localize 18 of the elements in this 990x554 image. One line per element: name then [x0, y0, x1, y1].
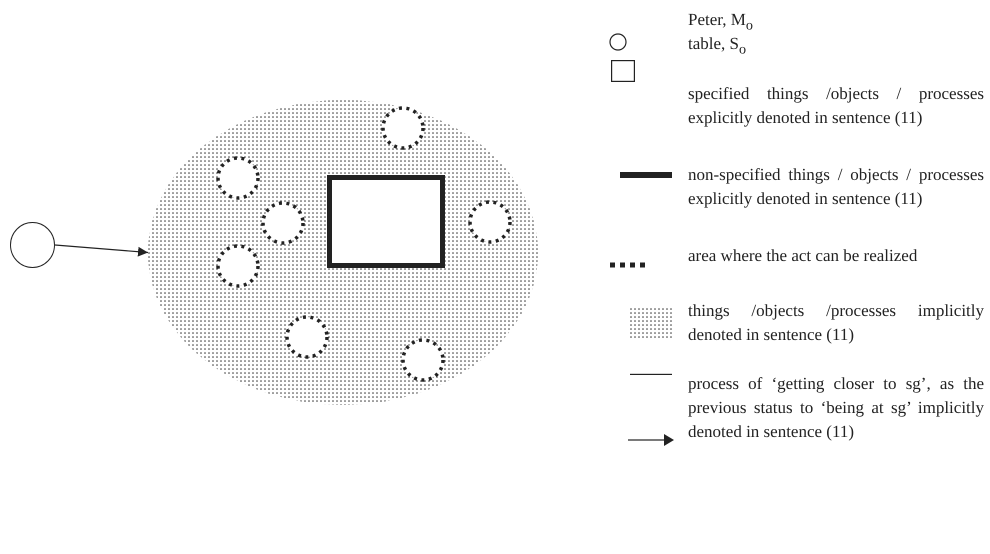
dotted-circle [216, 156, 260, 200]
arrow [54, 244, 148, 257]
dotted-circle [468, 200, 512, 244]
legend-text: things /objects /processes implicitly denoted in sentence (11) [688, 300, 984, 346]
dotted-circle [401, 338, 445, 382]
dotted-circle [381, 106, 425, 150]
dotted-circle [285, 315, 329, 359]
legend-text: Peter, M$_{o}$ [688, 9, 754, 36]
dotted-circle [261, 201, 305, 245]
dotted-circle [216, 244, 260, 288]
circle-node [10, 222, 55, 268]
legend-text: area where the act can be realized [688, 245, 918, 267]
shaded-area [148, 100, 538, 405]
square-node [327, 175, 445, 268]
legend-text: non-specified things / objects / processes explicitly denoted in sentence (11) [688, 164, 984, 210]
legend-text: specified things /objects / processes explicitly denoted in sentence (11) [688, 83, 984, 129]
legend-text: process of ‘getting closer to sg’, as the previous status to ‘being at sg’ implicitly denoted in sentence (11) [688, 373, 984, 443]
legend-text: table, S$_{o}$ [688, 33, 748, 60]
